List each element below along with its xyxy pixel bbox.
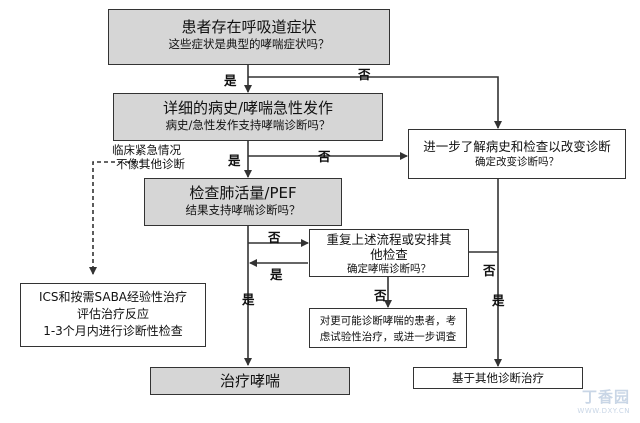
box6-line3: 1-3个月内进行诊断性检查 bbox=[43, 324, 183, 338]
box8-title: 治疗哮喘 bbox=[219, 372, 280, 390]
box-spirometry-pef: 检查肺活量/PEF 结果支持哮喘诊断吗？ bbox=[144, 178, 342, 226]
label-urgent-line1: 临床紧急情况 bbox=[112, 143, 181, 157]
box3-question: 确定改变诊断吗？ bbox=[475, 156, 559, 168]
label-b3-no: 否 bbox=[483, 263, 496, 278]
box5-title-line2: 他检查 bbox=[370, 247, 408, 262]
label-b2-no: 否 bbox=[318, 149, 331, 164]
box5-question: 确定哮喘诊断吗？ bbox=[347, 263, 431, 275]
box2-title: 详细的病史/哮喘急性发作 bbox=[162, 99, 334, 117]
label-b9-yes: 是 bbox=[492, 293, 505, 308]
box6-line1: ICS和按需SABA经验性治疗 bbox=[38, 290, 188, 304]
label-b5-yes: 是 bbox=[270, 267, 283, 282]
box7-line2: 虑试验性治疗，或进一步调查 bbox=[319, 331, 457, 343]
box4-title: 检查肺活量/PEF bbox=[189, 184, 297, 202]
box1-title: 患者存在呼吸道症状 bbox=[181, 18, 317, 36]
arrow-b1-no bbox=[248, 76, 502, 129]
box5-title-line1: 重复上述流程或安排其 bbox=[326, 232, 452, 247]
label-urgent-line2: 不像其他诊断 bbox=[116, 157, 185, 171]
label-b4-yes: 是 bbox=[242, 292, 255, 307]
box3-title: 进一步了解病史和检查以改变诊断 bbox=[423, 139, 611, 154]
label-b5-no: 否 bbox=[374, 288, 387, 303]
box-repeat-process: 重复上述流程或安排其 他检查 确定哮喘诊断吗？ bbox=[309, 229, 469, 277]
box-respiratory-symptoms: 患者存在呼吸道症状 这些症状是典型的哮喘症状吗？ bbox=[108, 9, 390, 65]
label-b2-yes: 是 bbox=[228, 153, 241, 168]
box-further-history: 进一步了解病史和检查以改变诊断 确定改变诊断吗？ bbox=[408, 129, 626, 179]
arrow-urgent-dashed bbox=[89, 161, 143, 275]
box4-question: 结果支持哮喘诊断吗？ bbox=[185, 203, 301, 217]
watermark-logo: 丁香园 WWW.DXY.CN bbox=[577, 386, 630, 415]
box6-line2: 评估治疗反应 bbox=[76, 307, 149, 321]
box1-question: 这些症状是典型的哮喘症状吗？ bbox=[168, 37, 330, 51]
watermark-brand: 丁香园 bbox=[581, 388, 630, 406]
label-b1-no: 否 bbox=[358, 67, 371, 82]
box-other-diagnosis: 基于其他诊断治疗 bbox=[413, 367, 583, 389]
label-b1-yes: 是 bbox=[224, 73, 237, 88]
box-trial-treatment: 对更可能诊断哮喘的患者，考 虑试验性治疗，或进一步调查 bbox=[309, 308, 467, 348]
box-treat-asthma: 治疗哮喘 bbox=[150, 367, 350, 395]
box9-title: 基于其他诊断治疗 bbox=[452, 371, 544, 385]
label-b4-no: 否 bbox=[268, 230, 281, 245]
box2-question: 病史/急性发作支持哮喘诊断吗？ bbox=[165, 118, 331, 132]
box-empirical-treatment: ICS和按需SABA经验性治疗 评估治疗反应 1-3个月内进行诊断性检查 bbox=[20, 283, 206, 347]
watermark-url: WWW.DXY.CN bbox=[577, 407, 630, 415]
box-detailed-history: 详细的病史/哮喘急性发作 病史/急性发作支持哮喘诊断吗？ bbox=[113, 93, 383, 141]
box7-line1: 对更可能诊断哮喘的患者，考 bbox=[319, 315, 457, 327]
